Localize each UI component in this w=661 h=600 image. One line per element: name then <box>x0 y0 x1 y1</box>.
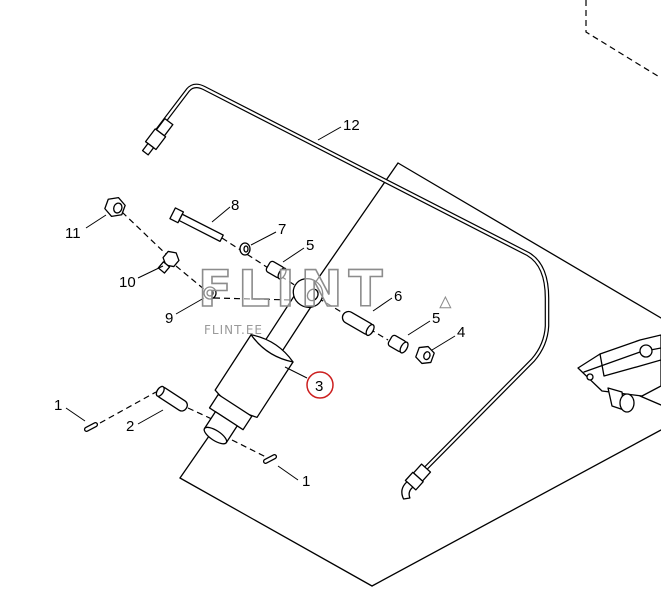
connector-tip <box>141 142 155 156</box>
leader-8 <box>211 206 231 223</box>
cable-top-connector <box>141 117 174 156</box>
assembly-line-3-1 <box>231 439 267 458</box>
cable-bottom-connector <box>401 463 432 500</box>
leader-12 <box>317 126 342 141</box>
callout-5-left: 5 <box>306 237 314 254</box>
callout-10: 10 <box>119 274 136 291</box>
part-8-bolt <box>169 207 224 243</box>
part-1-cotter-pin-right <box>262 454 278 464</box>
nut-bore <box>423 351 431 361</box>
cable-core <box>149 84 549 469</box>
shock-clevis-end <box>203 426 228 445</box>
leader-5-right <box>407 320 431 336</box>
assembly-line-10-9 <box>175 265 206 291</box>
leader-1-left <box>65 407 86 422</box>
callout-11: 11 <box>65 225 81 242</box>
leader-7 <box>250 231 277 246</box>
callout-6: 6 <box>394 288 402 305</box>
callout-labels: 12 8 7 5 11 10 6 9 5 4 3 1 2 1 <box>54 117 465 490</box>
callout-1-right: 1 <box>302 473 310 490</box>
leader-1-right <box>277 465 299 481</box>
leader-6 <box>372 297 393 312</box>
frame-rib <box>599 353 661 377</box>
callout-12: 12 <box>343 117 360 134</box>
leader-lines <box>65 126 456 481</box>
reference-outline-dashed <box>585 0 661 79</box>
callout-8: 8 <box>231 197 239 214</box>
assembly-line-1-2 <box>99 391 157 424</box>
callout-7: 7 <box>278 221 286 238</box>
part-6-pin <box>341 310 375 337</box>
part-5-bushing-right <box>387 334 409 354</box>
panel-top-edge <box>397 162 661 319</box>
callout-5-right: 5 <box>432 310 440 327</box>
part-9-ring <box>203 286 217 300</box>
frame-hole <box>586 373 594 381</box>
assembly-line-8-3 <box>221 237 297 287</box>
connector-elbow <box>401 481 414 500</box>
leader-10 <box>137 265 164 279</box>
watermark-logo: FLINT ▲ FLINT.EE <box>197 259 451 337</box>
frame-wheel <box>619 393 635 413</box>
leader-9 <box>175 297 205 315</box>
part-10-fitting <box>157 250 180 274</box>
frame-body <box>577 334 661 397</box>
nut-bore <box>113 202 123 214</box>
part-1-cotter-pin-left <box>83 422 99 432</box>
part-7-washer <box>239 242 251 256</box>
callout-1-left: 1 <box>54 397 62 414</box>
part-2-pin <box>155 385 188 412</box>
part-5-bushing-left <box>265 260 287 280</box>
fitting-nozzle <box>157 261 171 274</box>
cotter-pin-body <box>83 422 99 432</box>
part-11-nut <box>104 196 126 218</box>
panel-bottom-edge <box>179 477 373 587</box>
fitting-hex <box>162 250 180 268</box>
leader-5-left <box>282 247 305 263</box>
callout-3-highlight-circle <box>306 371 334 399</box>
pin-end <box>365 323 375 337</box>
part-3-shock-absorber <box>203 278 324 445</box>
cotter-pin-body <box>262 454 278 464</box>
shock-body-rim <box>250 334 294 363</box>
watermark-logo-text: FLINT <box>198 260 389 318</box>
assembly-line-11-10 <box>121 211 169 257</box>
callout-4: 4 <box>457 324 465 341</box>
machine-frame <box>577 334 661 413</box>
assembly-line-2-3 <box>187 407 215 421</box>
cable-assembly <box>141 83 550 500</box>
ring-inner <box>206 289 214 297</box>
bolt-shank <box>178 213 224 243</box>
panel-right-edge <box>371 429 661 587</box>
leader-2 <box>137 409 164 425</box>
leader-4 <box>431 335 456 351</box>
frame-boss <box>639 344 653 358</box>
leader-3 <box>284 366 308 379</box>
callout-2: 2 <box>126 418 134 435</box>
assembly-line-9-3 <box>213 297 293 301</box>
leader-11 <box>85 214 107 229</box>
part-4-nut <box>415 345 435 365</box>
bushing-end <box>277 267 287 280</box>
washer-hole <box>243 245 249 253</box>
watermark-domain-text: FLINT.EE <box>204 323 263 337</box>
callout-9: 9 <box>165 310 173 327</box>
pin-end <box>155 385 165 397</box>
shock-eye-bore <box>306 288 319 302</box>
callout-3: 3 <box>315 378 323 395</box>
frame-lower-edge <box>639 395 661 406</box>
bushing-end <box>399 341 409 354</box>
watermark-triangle-icon: ▲ <box>440 294 451 310</box>
